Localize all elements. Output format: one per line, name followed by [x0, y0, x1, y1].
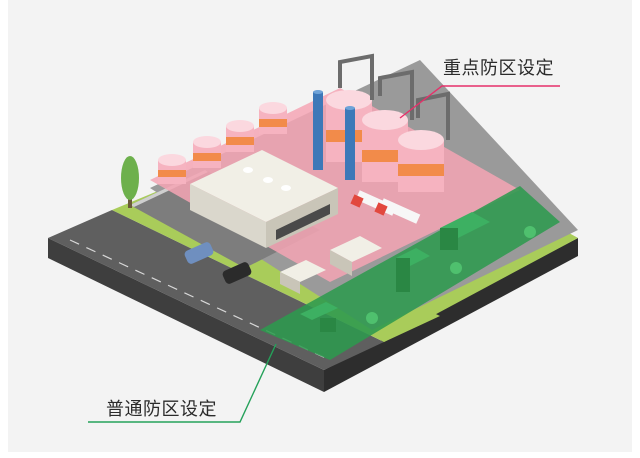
normal-zone-label: 普通防区设定	[106, 399, 217, 420]
base-slab-side-right	[324, 238, 578, 392]
tanker-cars	[350, 190, 421, 224]
small-building-b	[280, 260, 326, 282]
parked-cars	[184, 242, 252, 284]
normal-zone-leader-line	[88, 343, 277, 423]
small-building-a	[330, 236, 382, 262]
key-zone-leader-line	[399, 85, 560, 119]
key-zone-label: 重点防区设定	[443, 58, 554, 79]
pipes	[338, 53, 450, 140]
chimneys	[313, 90, 355, 180]
base-slab-side	[48, 238, 324, 392]
small-tanks	[158, 102, 287, 184]
grass-border-right	[372, 228, 578, 342]
tree	[121, 156, 139, 208]
green-zone-trees	[366, 226, 536, 324]
green-zone-structures	[300, 212, 490, 332]
factory-building	[190, 150, 338, 248]
